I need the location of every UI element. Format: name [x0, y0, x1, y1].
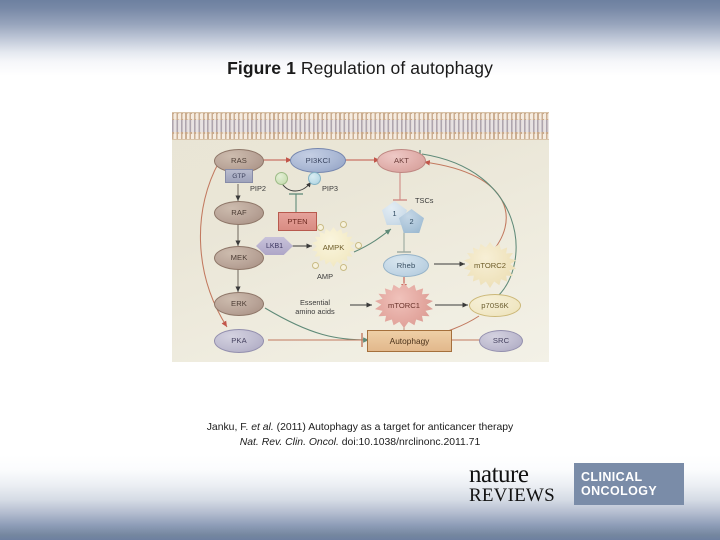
node-pip2-circle: [275, 172, 288, 185]
logo-nature-text: nature: [469, 461, 529, 488]
page-title-rest: Regulation of autophagy: [295, 58, 493, 78]
node-pip3-circle: [308, 172, 321, 185]
nature-reviews-logo: nature REVIEWS CLINICAL ONCOLOGY: [468, 461, 684, 506]
node-src[interactable]: SRC: [479, 330, 523, 352]
node-pka[interactable]: PKA: [214, 329, 264, 353]
label-essential-amino-acids: Essential amino acids: [295, 298, 335, 317]
caption-line-1: Janku, F. et al. (2011) Autophagy as a t…: [206, 422, 514, 433]
node-autophagy[interactable]: Autophagy: [367, 330, 452, 352]
node-raf[interactable]: RAF: [214, 201, 264, 225]
node-akt[interactable]: AKT: [377, 149, 426, 173]
amp-molecule-icon: [340, 221, 347, 228]
label-pip2: PIP2: [250, 184, 267, 193]
amp-molecule-icon: [312, 262, 319, 269]
node-pten[interactable]: PTEN: [278, 212, 317, 231]
node-p70s6k[interactable]: p70S6K: [469, 294, 521, 317]
node-lkb1[interactable]: LKB1: [256, 237, 293, 255]
label-amp: AMP: [317, 272, 334, 281]
figure-panel: RAS GTP RAF MEK ERK PKA PI3KCI PIP2 PIP3…: [172, 112, 549, 362]
caption-line-2: Nat. Rev. Clin. Oncol. doi:10.1038/nrcli…: [239, 437, 481, 449]
page-title: Figure 1 Regulation of autophagy: [0, 58, 720, 79]
plasma-membrane-bilayer: [172, 112, 549, 140]
figure-caption: Janku, F. et al. (2011) Autophagy as a t…: [0, 420, 720, 450]
node-rheb[interactable]: Rheb: [383, 254, 429, 277]
node-erk[interactable]: ERK: [214, 292, 264, 316]
label-tscs: TSCs: [415, 196, 434, 205]
logo-journal-line-1: CLINICAL: [581, 470, 643, 484]
node-gtp: GTP: [225, 169, 253, 183]
logo-journal-line-2: ONCOLOGY: [581, 484, 658, 498]
page-title-prefix: Figure 1: [227, 58, 296, 78]
logo-journal-badge: CLINICAL ONCOLOGY: [574, 463, 684, 505]
membrane-tail-region: [172, 120, 549, 132]
amp-molecule-icon: [317, 224, 324, 231]
node-pi3kci[interactable]: PI3KCI: [290, 148, 346, 173]
node-mek[interactable]: MEK: [214, 246, 264, 270]
amp-molecule-icon: [355, 242, 362, 249]
label-pip3: PIP3: [322, 184, 339, 193]
logo-reviews-text: REVIEWS: [469, 485, 555, 506]
logo-wordmark: nature REVIEWS: [468, 461, 574, 506]
amp-molecule-icon: [340, 264, 347, 271]
